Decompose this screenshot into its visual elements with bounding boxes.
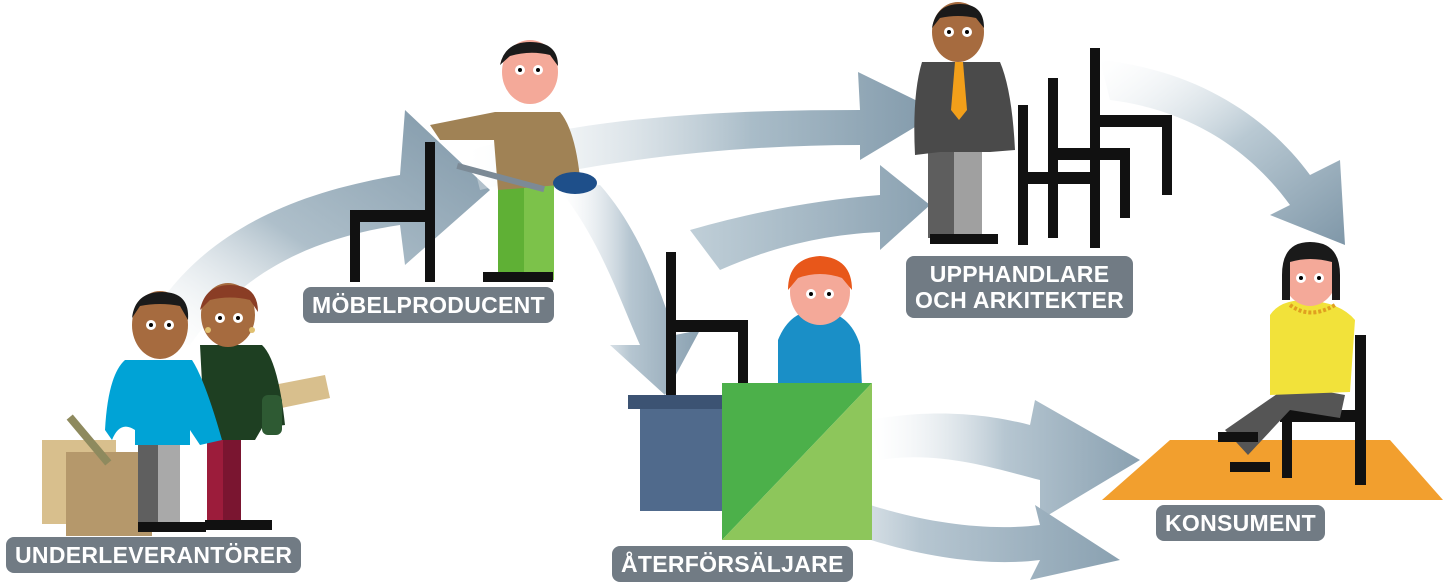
box-front: [66, 452, 152, 536]
tie-icon: [951, 62, 967, 120]
label-underleverantorer: UNDERLEVERANTÖRER: [6, 537, 302, 573]
arrow-retailer-to-consumer: [870, 400, 1140, 520]
label-upphandlare-och-arkitekter: UPPHANDLARE OCH ARKITEKTER: [906, 256, 1134, 318]
procurers-scene: [914, 2, 1172, 248]
retailer-chair-icon: [666, 252, 748, 397]
desk-body: [640, 409, 730, 511]
rug: [1102, 440, 1443, 500]
arrow-producer-to-retailer: [560, 185, 700, 395]
supplier-woman: [200, 283, 285, 530]
label-konsument: KONSUMENT: [1156, 505, 1325, 541]
stacked-chairs-icon: [1018, 48, 1172, 248]
arrow-procurers-to-consumer: [1100, 60, 1345, 245]
producer-chair-icon: [350, 142, 435, 282]
producer-scene: [350, 40, 597, 282]
arrow-producer-to-procurers: [470, 72, 940, 190]
desk-top: [628, 395, 738, 409]
label-aterforsaljare: ÅTERFÖRSÄLJARE: [612, 546, 853, 582]
label-mobelproducent: MÖBELPRODUCENT: [303, 287, 554, 323]
consumer-chair-icon: [1280, 335, 1366, 485]
counter-light-green: [722, 383, 872, 540]
retailer-scene: [628, 252, 872, 540]
consumer-scene: [1102, 242, 1443, 500]
supplier-man: [66, 291, 222, 532]
screwdriver-icon: [456, 163, 597, 194]
suppliers-scene: [42, 283, 330, 536]
arrow-retailer-to-procurers: [690, 165, 930, 270]
